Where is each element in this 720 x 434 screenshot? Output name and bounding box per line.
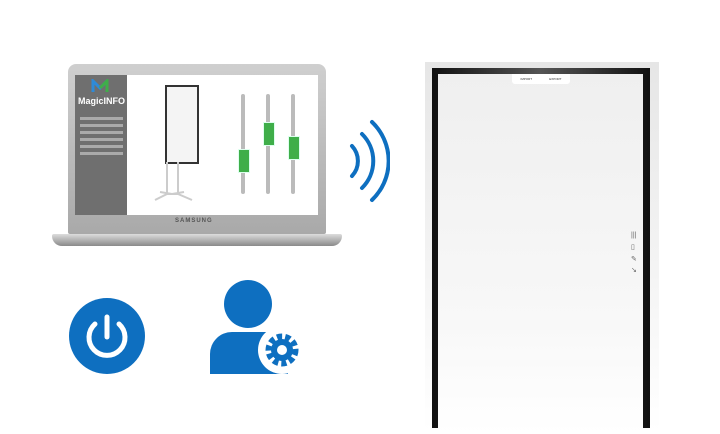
flip-display-thumbnail	[165, 85, 199, 164]
magicinfo-sidebar	[75, 75, 127, 215]
display-canvas[interactable]	[438, 74, 643, 434]
menu-icon[interactable]: |||	[631, 232, 637, 239]
display-stand-icon	[154, 162, 193, 201]
bookmark-icon[interactable]: ▯	[631, 244, 635, 251]
import-button[interactable]: IMPORT	[520, 77, 533, 81]
laptop-base	[52, 234, 342, 246]
pen-icon[interactable]: ✎	[631, 256, 637, 263]
slider-2[interactable]	[263, 94, 275, 194]
eraser-icon[interactable]: ↘	[631, 267, 637, 274]
slider-3[interactable]	[288, 94, 300, 194]
laptop-brand: SAMSUNG	[175, 218, 213, 224]
user-settings-icon	[210, 280, 304, 374]
display-toolbar: IMPORT EXPORT	[512, 74, 570, 84]
power-icon	[69, 298, 145, 374]
app-name: MagicINFO	[78, 96, 126, 106]
wireless-icon	[350, 120, 390, 202]
magicinfo-logo-icon	[91, 79, 109, 92]
export-button[interactable]: EXPORT	[549, 77, 562, 81]
slider-1[interactable]	[238, 94, 250, 194]
